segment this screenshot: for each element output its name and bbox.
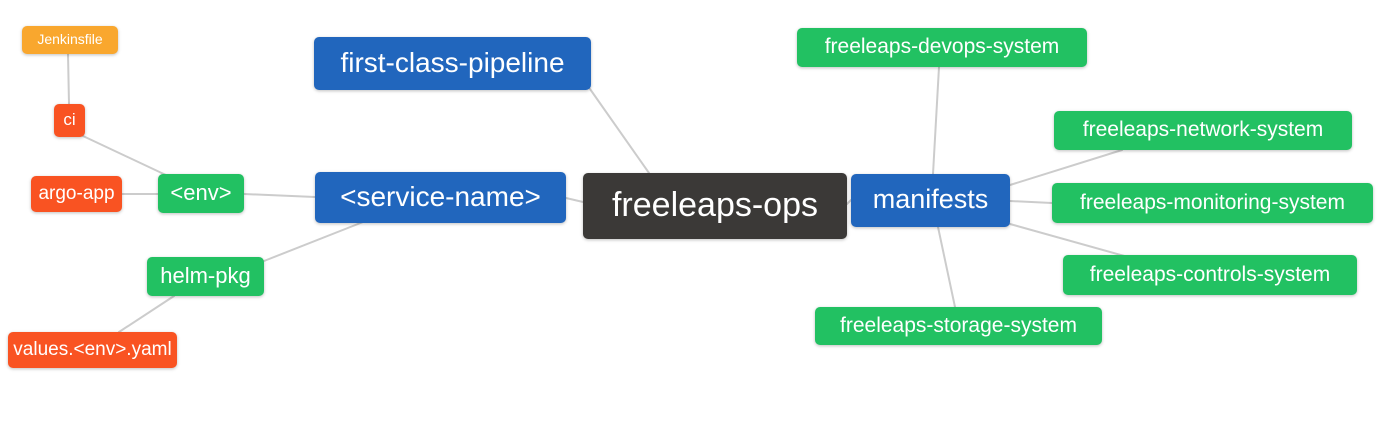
node-label-first-class-pipeline: first-class-pipeline — [340, 46, 565, 78]
edge-manifests-to-network-system — [1009, 149, 1123, 186]
node-label-monitoring-system: freeleaps-monitoring-system — [1080, 190, 1345, 214]
mindmap-node-argo-app[interactable]: argo-app — [31, 176, 122, 212]
node-label-values-env-yaml: values.<env>.yaml — [13, 338, 172, 360]
mindmap-node-ci[interactable]: ci — [54, 104, 85, 137]
mindmap-node-manifests[interactable]: manifests — [851, 174, 1010, 227]
mindmap-node-network-system[interactable]: freeleaps-network-system — [1054, 111, 1352, 150]
edge-manifests-to-devops-system — [932, 66, 940, 175]
node-label-network-system: freeleaps-network-system — [1082, 118, 1324, 141]
mindmap-node-jenkinsfile[interactable]: Jenkinsfile — [22, 26, 118, 54]
node-label-freeleaps-ops: freeleaps-ops — [611, 186, 818, 224]
mindmap-node-devops-system[interactable]: freeleaps-devops-system — [797, 28, 1087, 67]
edge-helm-pkg-to-values-env-yaml — [118, 295, 175, 333]
edge-freeleaps-ops-to-manifests — [846, 199, 852, 205]
node-label-manifests: manifests — [872, 184, 989, 214]
mindmap-node-monitoring-system[interactable]: freeleaps-monitoring-system — [1052, 183, 1373, 223]
node-label-ci: ci — [63, 110, 76, 129]
mindmap-node-first-class-pipeline[interactable]: first-class-pipeline — [314, 37, 591, 90]
edge-manifests-to-controls-system — [1009, 223, 1129, 258]
edge-first-class-pipeline-to-freeleaps-ops — [589, 88, 650, 174]
node-label-env: <env> — [170, 179, 232, 205]
edge-manifests-to-monitoring-system — [1009, 200, 1053, 204]
node-label-storage-system: freeleaps-storage-system — [840, 313, 1077, 337]
node-label-jenkinsfile: Jenkinsfile — [37, 31, 103, 47]
mindmap-node-service-name[interactable]: <service-name> — [315, 172, 566, 223]
mindmap-node-freeleaps-ops[interactable]: freeleaps-ops — [583, 173, 847, 239]
edge-service-name-to-helm-pkg — [263, 221, 364, 262]
mindmap-node-helm-pkg[interactable]: helm-pkg — [147, 257, 264, 296]
node-label-argo-app: argo-app — [38, 182, 115, 204]
node-label-helm-pkg: helm-pkg — [160, 262, 251, 288]
mindmap-node-values-env-yaml[interactable]: values.<env>.yaml — [8, 332, 177, 368]
node-label-controls-system: freeleaps-controls-system — [1089, 262, 1331, 286]
edge-service-name-to-freeleaps-ops — [565, 197, 584, 203]
edge-manifests-to-storage-system — [937, 226, 956, 308]
edge-env-to-service-name — [243, 193, 316, 198]
node-label-service-name: <service-name> — [340, 180, 541, 212]
node-label-devops-system: freeleaps-devops-system — [824, 35, 1060, 58]
mindmap-node-controls-system[interactable]: freeleaps-controls-system — [1063, 255, 1357, 295]
edge-ci-to-env — [82, 135, 169, 177]
mindmap-node-env[interactable]: <env> — [158, 174, 244, 213]
mindmap-node-storage-system[interactable]: freeleaps-storage-system — [815, 307, 1102, 345]
edge-jenkinsfile-to-ci — [67, 53, 70, 105]
